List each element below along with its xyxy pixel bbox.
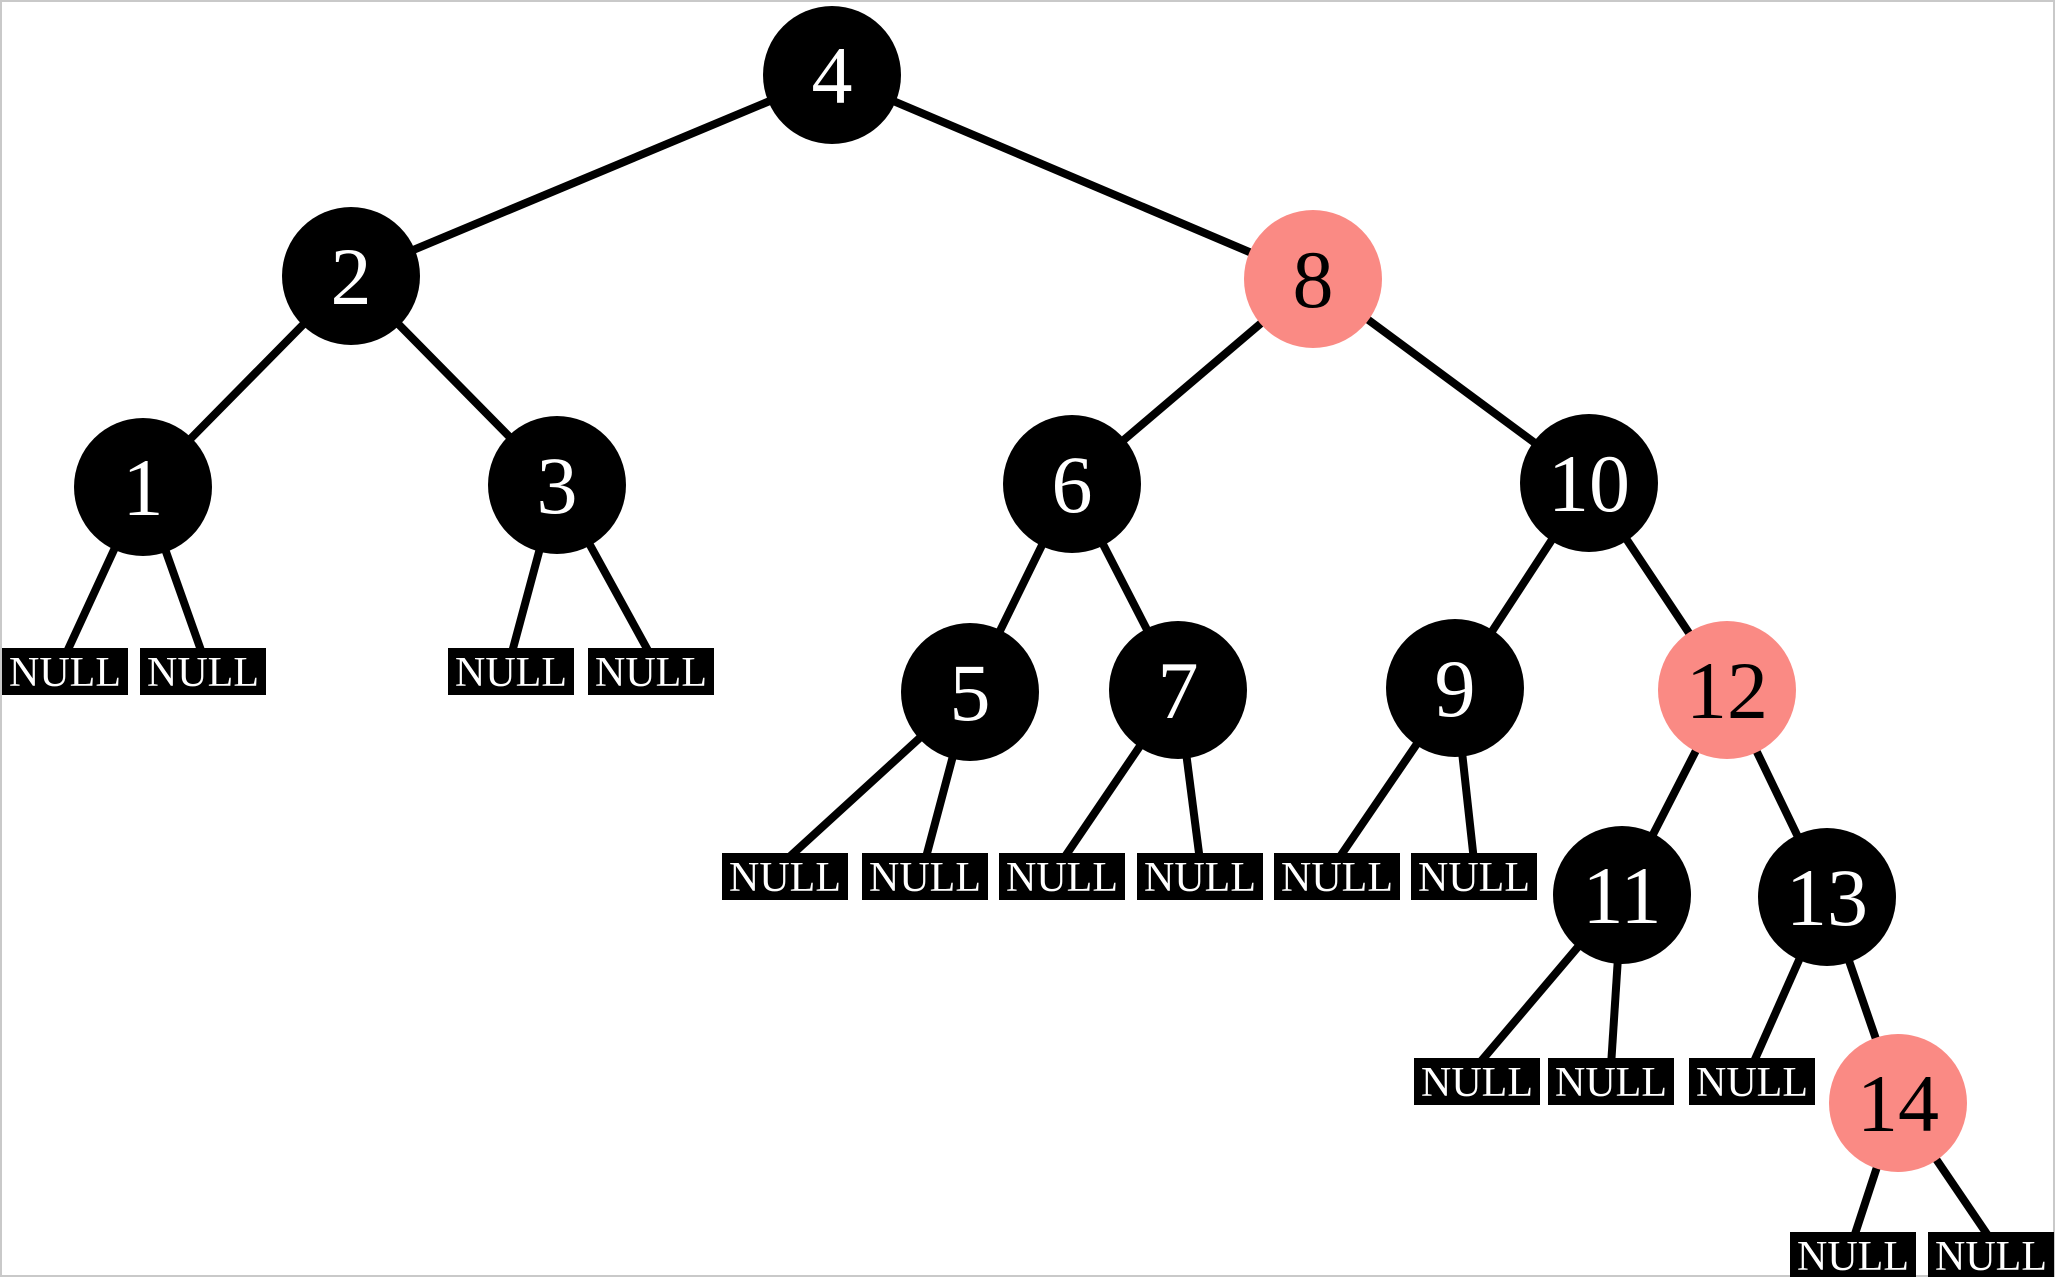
null-leaf-n3-label: NULL [455, 650, 567, 696]
null-leaf-n5 [722, 853, 848, 900]
null-leaf-n7-label: NULL [1006, 855, 1118, 901]
null-leaf-n1 [2, 648, 128, 695]
tree-node-4-black [763, 6, 901, 144]
tree-node-6-black [1003, 415, 1141, 553]
tree-edge-4-2 [349, 71, 834, 280]
null-leaf-n15 [1928, 1232, 2054, 1277]
null-leaf-n5-label: NULL [729, 855, 841, 901]
null-leaf-n14 [1790, 1232, 1916, 1277]
null-leaf-n10-label: NULL [1418, 855, 1530, 901]
null-leaf-n14-label: NULL [1797, 1234, 1909, 1277]
tree-node-7-label: 7 [1158, 645, 1199, 736]
tree-node-8-label: 8 [1293, 234, 1334, 325]
null-leaf-n11-label: NULL [1421, 1060, 1533, 1106]
null-leaf-n4-label: NULL [595, 650, 707, 696]
null-leaf-n9-label: NULL [1281, 855, 1393, 901]
null-leaf-n13-label: NULL [1696, 1060, 1808, 1106]
tree-node-11-black [1553, 826, 1691, 964]
null-leaf-n2-label: NULL [147, 650, 259, 696]
tree-node-1-black [74, 418, 212, 556]
null-leaf-n9 [1274, 853, 1400, 900]
tree-node-1-label: 1 [123, 442, 164, 533]
tree-node-10-black [1520, 414, 1658, 552]
null-leaf-n12 [1548, 1058, 1674, 1105]
tree-node-12-label: 12 [1686, 645, 1768, 736]
tree-node-12-red [1658, 621, 1796, 759]
tree-node-2-label: 2 [331, 231, 372, 322]
null-leaf-n1-label: NULL [9, 650, 121, 696]
tree-node-10-label: 10 [1548, 438, 1630, 529]
tree-node-4-label: 4 [812, 30, 853, 121]
null-leaf-n15-label: NULL [1935, 1234, 2047, 1277]
tree-node-3-label: 3 [537, 440, 578, 531]
null-leaf-n13 [1689, 1058, 1815, 1105]
null-leaf-n4 [588, 648, 714, 695]
tree-node-3-black [488, 416, 626, 554]
tree-node-11-label: 11 [1583, 850, 1662, 941]
null-leaf-n8-label: NULL [1144, 855, 1256, 901]
tree-node-8-red [1244, 210, 1382, 348]
null-leaf-n6-label: NULL [869, 855, 981, 901]
null-leaf-n8 [1137, 853, 1263, 900]
tree-node-9-label: 9 [1435, 643, 1476, 734]
tree-edge-4-8 [830, 71, 1315, 283]
null-leaf-n3 [448, 648, 574, 695]
tree-node-9-black [1386, 619, 1524, 757]
null-leaf-n2 [140, 648, 266, 695]
tree-node-5-black [901, 623, 1039, 761]
null-leaf-n12-label: NULL [1555, 1060, 1667, 1106]
tree-node-6-label: 6 [1052, 439, 1093, 530]
tree-node-7-black [1109, 621, 1247, 759]
null-leaf-n7 [999, 853, 1125, 900]
tree-node-5-label: 5 [950, 647, 991, 738]
tree-node-14-label: 14 [1857, 1058, 1939, 1149]
tree-node-14-red [1829, 1034, 1967, 1172]
null-leaf-n11 [1414, 1058, 1540, 1105]
null-leaf-n10 [1411, 853, 1537, 900]
null-leaf-n6 [862, 853, 988, 900]
tree-node-2-black [282, 207, 420, 345]
tree-node-13-black [1758, 828, 1896, 966]
tree-node-13-label: 13 [1786, 852, 1868, 943]
